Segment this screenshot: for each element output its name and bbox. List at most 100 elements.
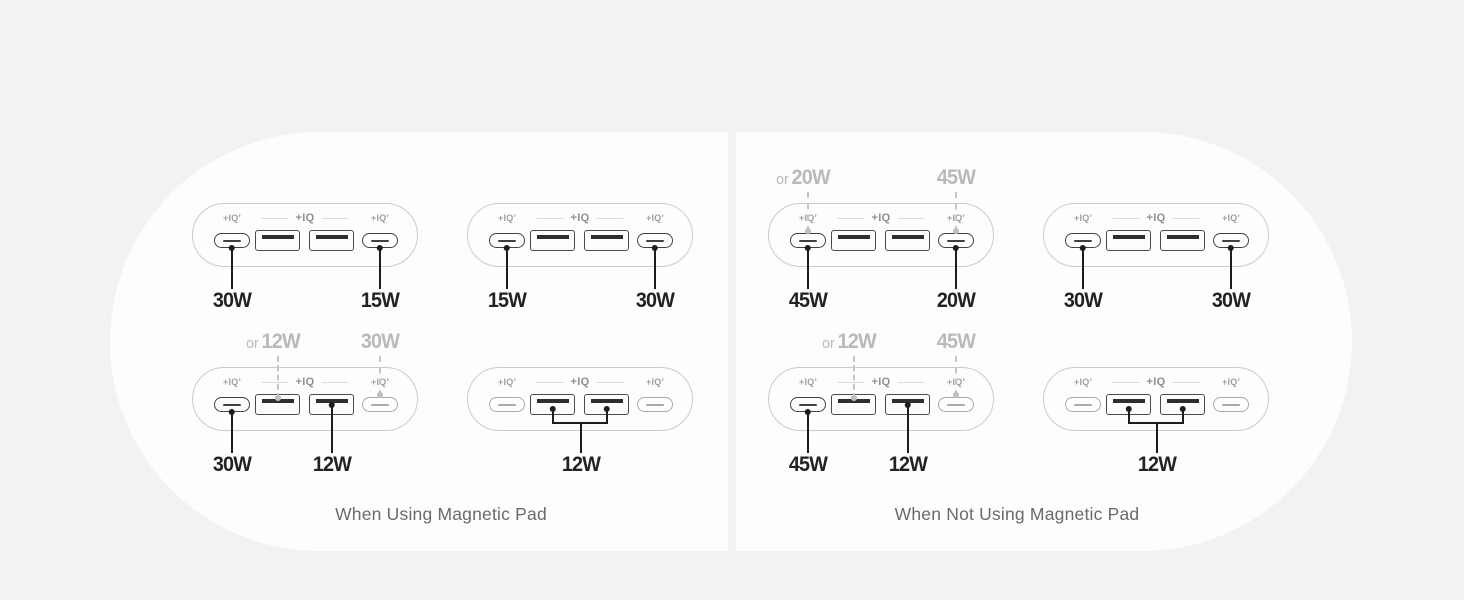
usb-c-port-right-icon	[1213, 397, 1249, 412]
bracket-line	[1155, 421, 1159, 453]
poweriq-center-badge: +IQ	[831, 212, 932, 224]
divider-line	[1112, 381, 1140, 383]
usb-a-port-2-icon	[885, 230, 930, 251]
divider-line	[261, 381, 289, 383]
usb-c-port-right-icon	[637, 397, 673, 412]
wattage-label: 45W	[788, 453, 828, 476]
panel-title: When Using Magnetic Pad	[335, 504, 547, 524]
alt-wattage-label: 45W	[937, 330, 976, 354]
divider-line	[1112, 217, 1140, 219]
connector-line	[230, 411, 234, 453]
wattage-label: 15W	[487, 289, 527, 312]
divider-line	[321, 217, 349, 219]
poweriq-center-badge: +IQ	[1106, 376, 1207, 388]
connector-line	[653, 247, 657, 289]
dashed-connector-line	[953, 356, 959, 398]
connector-line	[378, 247, 382, 289]
poweriq-badge: +IQ'	[1221, 213, 1241, 223]
usb-c-port-right-icon	[938, 397, 974, 412]
poweriq-center-badge: +IQ	[255, 376, 356, 388]
poweriq-text: +IQ	[871, 212, 891, 224]
poweriq-text: +IQ	[570, 376, 590, 388]
poweriq-badge: +IQ'	[645, 377, 665, 387]
or-prefix: or	[776, 171, 789, 188]
divider-line	[897, 217, 925, 219]
or-prefix: or	[246, 335, 259, 352]
panel-title: When Not Using Magnetic Pad	[894, 504, 1140, 524]
wattage-label: 30W	[635, 289, 675, 312]
usb-a-port-1-icon	[530, 230, 575, 251]
poweriq-center-badge: +IQ	[530, 376, 631, 388]
usb-a-port-2-icon	[584, 230, 629, 251]
alt-wattage-value: 12W	[261, 330, 301, 353]
alt-wattage-value: 12W	[837, 330, 877, 353]
poweriq-badge: +IQ'	[1073, 213, 1093, 223]
connector-line	[806, 411, 810, 453]
poweriq-text: +IQ	[295, 212, 315, 224]
divider-line	[596, 217, 624, 219]
usb-a-port-1-icon	[831, 230, 876, 251]
connector-line	[954, 247, 958, 289]
poweriq-badge: +IQ'	[497, 377, 517, 387]
poweriq-badge: +IQ'	[798, 377, 818, 387]
alt-wattage-label: 30W	[360, 330, 400, 354]
poweriq-badge: +IQ'	[645, 213, 665, 223]
bracket-line	[1181, 408, 1185, 423]
divider-line	[536, 381, 564, 383]
usb-a-port-2-icon	[1160, 230, 1205, 251]
divider-line	[261, 217, 289, 219]
powerbank-device-diagram: +IQ' +IQ +IQ' 30W 15W	[192, 203, 418, 312]
poweriq-badge: +IQ'	[1221, 377, 1241, 387]
divider-line	[596, 381, 624, 383]
wattage-label: 15W	[360, 289, 400, 312]
wattage-label: 12W	[561, 453, 601, 476]
alt-wattage-label: 45W	[937, 166, 976, 190]
wattage-label: 12W	[888, 453, 928, 476]
wattage-label: 45W	[788, 289, 828, 312]
dashed-connector-line	[275, 356, 281, 401]
divider-line	[837, 381, 865, 383]
poweriq-badge: +IQ'	[1073, 377, 1093, 387]
dashed-connector-line	[953, 192, 959, 234]
wattage-label: 30W	[1211, 289, 1251, 312]
alt-wattage-value: 30W	[360, 330, 400, 353]
dashed-connector-line	[377, 356, 383, 398]
alt-wattage-value: 20W	[791, 166, 831, 189]
panel-using-magnetic-pad: +IQ' +IQ +IQ' 30W 15W +IQ' +IQ +IQ' 15W …	[110, 132, 728, 551]
poweriq-badge: +IQ'	[497, 213, 517, 223]
poweriq-badge: +IQ'	[370, 213, 390, 223]
dashed-connector-line	[851, 356, 857, 401]
bracket-line	[1127, 408, 1131, 423]
divider-line	[1172, 217, 1200, 219]
divider-line	[1172, 381, 1200, 383]
usb-c-port-left-icon	[1065, 397, 1101, 412]
bracket-line	[551, 408, 555, 423]
poweriq-text: +IQ	[570, 212, 590, 224]
divider-line	[837, 217, 865, 219]
connector-line	[505, 247, 509, 289]
wattage-label: 12W	[312, 453, 352, 476]
poweriq-text: +IQ	[871, 376, 891, 388]
connector-line	[1229, 247, 1233, 289]
poweriq-text: +IQ	[1146, 376, 1166, 388]
divider-line	[897, 381, 925, 383]
connector-line	[1081, 247, 1085, 289]
poweriq-badge: +IQ'	[222, 213, 242, 223]
poweriq-text: +IQ	[1146, 212, 1166, 224]
poweriq-text: +IQ	[295, 376, 315, 388]
or-prefix: or	[822, 335, 835, 352]
powerbank-device-diagram: +IQ' +IQ +IQ' 15W 30W	[467, 203, 693, 312]
bracket-line	[579, 421, 583, 453]
poweriq-center-badge: +IQ	[530, 212, 631, 224]
dashed-connector-line	[805, 192, 811, 234]
powerbank-device-diagram: +IQ' +IQ +IQ' 12W	[467, 367, 693, 476]
divider-line	[321, 381, 349, 383]
connector-line	[806, 247, 810, 289]
